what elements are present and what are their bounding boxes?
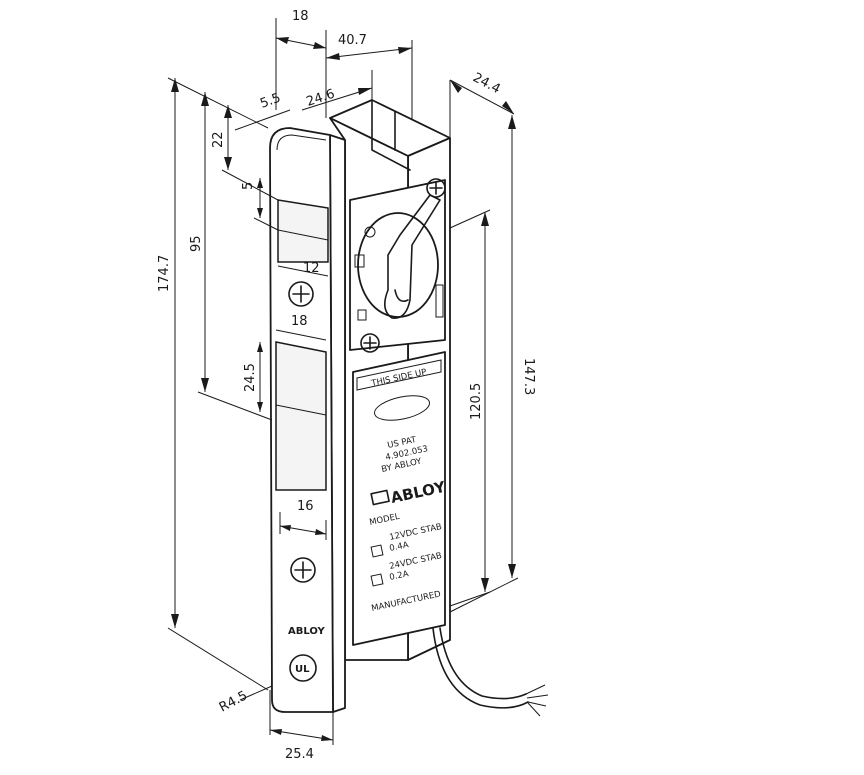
dim-5-5: 5.5 bbox=[258, 91, 283, 112]
ul-mark-icon: UL bbox=[289, 654, 317, 682]
mech-hole bbox=[364, 226, 376, 238]
dim-r4-5: R4.5 bbox=[217, 688, 250, 715]
option1-line2: 0.4A bbox=[389, 540, 410, 554]
dim-120-5: 120.5 bbox=[469, 383, 484, 420]
dim-24-6: 24.6 bbox=[305, 87, 337, 110]
latch-hook bbox=[384, 194, 441, 319]
screw-icon bbox=[290, 557, 316, 583]
mech-slot bbox=[435, 284, 444, 318]
dim-16: 16 bbox=[297, 499, 314, 514]
lock-mechanism bbox=[349, 178, 446, 353]
dim-147-3: 147.3 bbox=[521, 358, 536, 395]
cable bbox=[432, 627, 549, 717]
dimension-lines bbox=[167, 18, 519, 745]
screw-icon bbox=[360, 333, 380, 353]
dim-5: 5 bbox=[241, 182, 256, 190]
mech-slot bbox=[357, 309, 367, 321]
abloy-logo-icon bbox=[370, 489, 390, 506]
checkbox-icon bbox=[370, 544, 384, 558]
label-window bbox=[374, 395, 430, 421]
screw-icon bbox=[426, 178, 446, 198]
screw-icon bbox=[288, 281, 314, 307]
latch-opening bbox=[277, 199, 329, 263]
strike-opening bbox=[275, 341, 327, 491]
dim-18-mid: 18 bbox=[291, 314, 308, 329]
dim-24-5: 24.5 bbox=[243, 363, 258, 392]
cam-disc bbox=[357, 212, 439, 318]
dim-18-top: 18 bbox=[292, 9, 309, 24]
faceplate-brand: ABLOY bbox=[288, 626, 326, 637]
dim-174-7: 174.7 bbox=[157, 255, 172, 292]
dim-22: 22 bbox=[211, 131, 226, 148]
label-plate: THIS SIDE UP US PAT 4.902.053 BY ABLOY A… bbox=[352, 351, 448, 646]
faceplate: ABLOY UL bbox=[269, 127, 346, 713]
dim-12: 12 bbox=[303, 261, 320, 276]
option2-line2: 0.2A bbox=[389, 569, 410, 583]
mech-slot bbox=[354, 254, 365, 268]
ul-mark-text: UL bbox=[295, 664, 310, 675]
dim-25-4: 25.4 bbox=[285, 747, 314, 762]
checkbox-icon bbox=[370, 573, 384, 587]
dim-40-7: 40.7 bbox=[338, 33, 367, 48]
dim-95: 95 bbox=[189, 235, 204, 252]
